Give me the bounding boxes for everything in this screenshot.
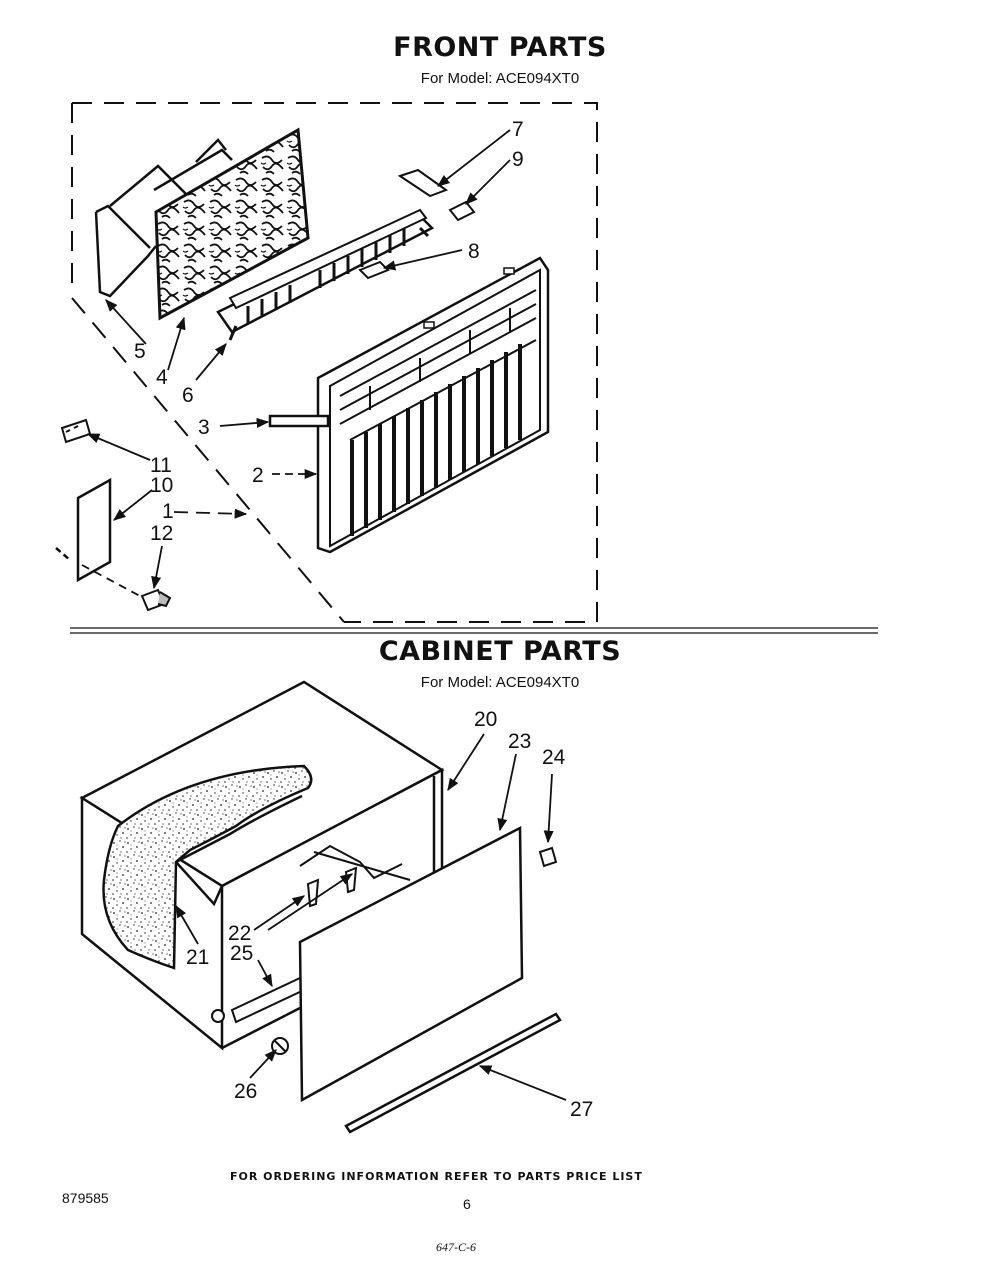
callout-3: 3	[198, 416, 210, 439]
seal-rod-part	[344, 1012, 562, 1134]
front-dashed-boundary	[71, 102, 598, 623]
callout-23: 23	[508, 730, 531, 753]
air-filter-part	[154, 127, 310, 321]
louver-bar-part	[216, 208, 435, 341]
document-number: 879585	[62, 1190, 109, 1206]
callout-25: 25	[230, 942, 253, 965]
control-plate-part	[55, 477, 112, 583]
callout-2: 2	[252, 464, 264, 487]
callout-12: 12	[150, 522, 173, 545]
cabinet-parts-title: CABINET PARTS	[378, 636, 622, 667]
callout-10: 10	[150, 474, 173, 497]
callout-20: 20	[474, 708, 497, 731]
ordering-note: FOR ORDERING INFORMATION REFER TO PARTS …	[230, 1170, 643, 1183]
callout-4: 4	[156, 366, 168, 389]
callout-22: 22	[228, 922, 251, 945]
page-number: 6	[463, 1196, 471, 1212]
callout-6: 6	[182, 384, 194, 407]
wire-frame-part	[94, 138, 233, 298]
cabinet-parts-model: For Model: ACE094XT0	[420, 674, 580, 691]
callout-8: 8	[468, 240, 480, 263]
section-divider	[70, 627, 878, 634]
callout-27: 27	[570, 1098, 593, 1121]
cabinet-leader-lines	[175, 733, 567, 1101]
front-callouts: 7 9 8 5 4 6 3 2 11 10 1 12	[134, 118, 524, 545]
seal-strip-part	[268, 414, 330, 428]
front-parts-title: FRONT PARTS	[393, 32, 607, 63]
insulation-part	[102, 764, 313, 970]
front-grille-panel	[316, 256, 550, 554]
callout-9: 9	[512, 148, 524, 171]
knob-part	[60, 418, 92, 444]
callout-5: 5	[134, 340, 146, 363]
cabinet-callouts: 20 23 24 22 21 25 26 27	[186, 708, 593, 1121]
handwritten-note: 647-C-6	[436, 1240, 476, 1254]
front-panel-part	[298, 825, 524, 1103]
callout-1: 1	[162, 500, 174, 523]
callout-11: 11	[150, 454, 172, 477]
callout-26: 26	[234, 1080, 257, 1103]
small-front-parts	[358, 168, 476, 280]
front-leader-lines	[81, 129, 511, 597]
front-parts-model: For Model: ACE094XT0	[420, 70, 580, 87]
callout-24: 24	[542, 746, 566, 769]
callout-21: 21	[186, 946, 209, 969]
callout-7: 7	[512, 118, 524, 141]
bulb-part	[140, 588, 172, 612]
